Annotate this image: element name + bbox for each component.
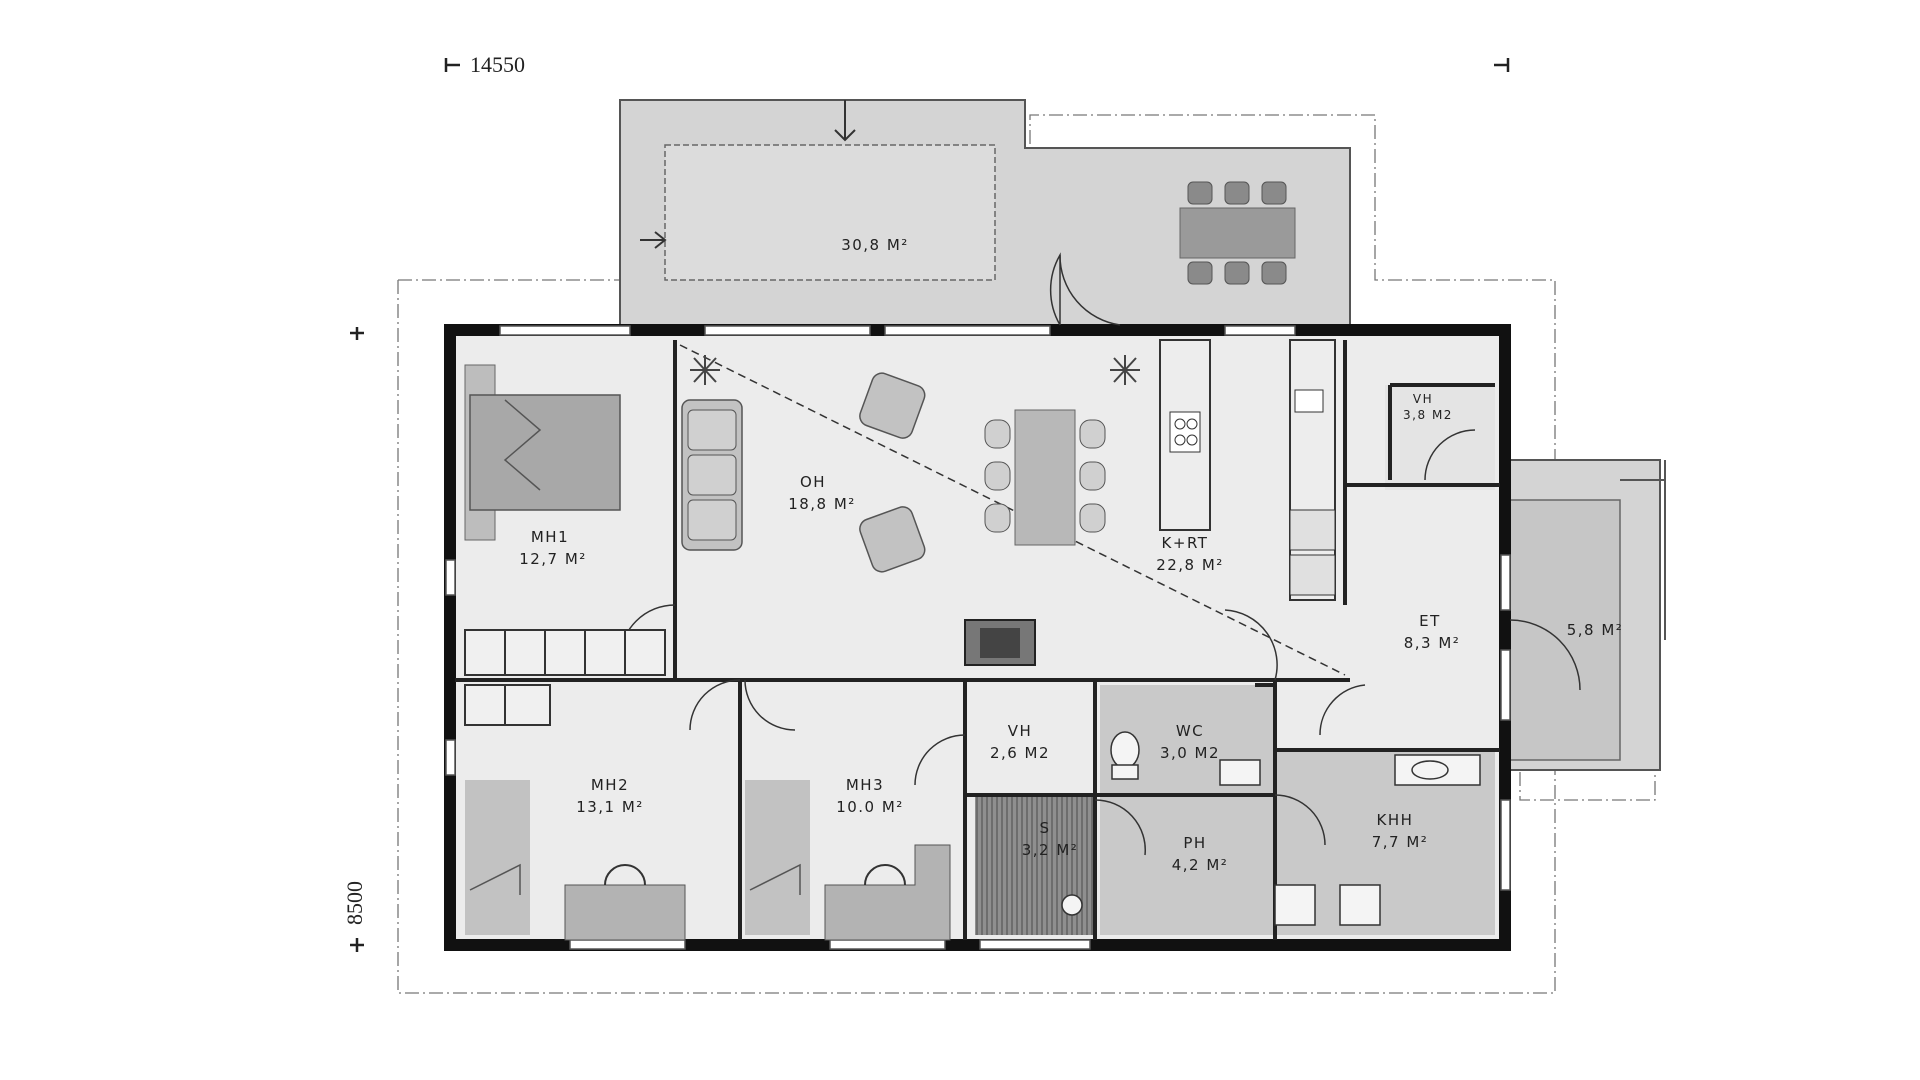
room-oh-label: OH	[800, 473, 826, 491]
width-dimension: 14550	[470, 52, 525, 77]
doors	[619, 252, 1581, 856]
room-vh-top-label: VH	[1413, 392, 1433, 406]
interior-walls	[455, 340, 1500, 940]
wet-room-fixtures	[1061, 731, 1481, 926]
dimension-markers	[350, 58, 1510, 952]
room-s-area: 3,2 M²	[1022, 841, 1079, 859]
room-vh-area: 2,6 M2	[990, 744, 1050, 762]
living-furniture	[681, 355, 1140, 666]
room-et-label: ET	[1419, 612, 1441, 630]
room-wc-label: WC	[1176, 722, 1204, 740]
room-ph-label: PH	[1183, 834, 1206, 852]
room-et-area: 8,3 M²	[1404, 634, 1461, 652]
room-vh-top-area: 3,8 M2	[1403, 408, 1453, 422]
depth-dimension: 8500	[342, 881, 367, 925]
room-wc-area: 3,0 M2	[1160, 744, 1220, 762]
room-krt-label: K+RT	[1162, 534, 1209, 552]
terrace-main-area: 30,8 M²	[841, 236, 909, 254]
room-mh2-label: MH2	[591, 776, 629, 794]
mh3-furniture	[749, 844, 951, 941]
room-mh3-area: 10.0 M²	[836, 798, 904, 816]
terrace-side	[1509, 459, 1666, 771]
mh1-furniture	[464, 364, 666, 676]
room-ph-area: 4,2 M²	[1172, 856, 1229, 874]
kitchen-counters	[1159, 339, 1336, 601]
room-vh-label: VH	[1008, 722, 1033, 740]
room-khh-area: 7,7 M²	[1372, 833, 1429, 851]
room-mh3-label: MH3	[846, 776, 884, 794]
room-mh1-label: MH1	[531, 528, 569, 546]
windows	[445, 325, 1511, 950]
room-khh-label: KHH	[1377, 811, 1414, 829]
terrace-main	[619, 99, 1351, 326]
room-mh1-area: 12,7 M²	[519, 550, 587, 568]
plant-icon	[690, 355, 1140, 385]
terrace-dining-table	[1179, 181, 1296, 285]
kitchen-dining-table	[984, 409, 1106, 546]
mh2-furniture	[464, 684, 686, 941]
terrace-side-area: 5,8 M²	[1567, 621, 1624, 639]
room-mh2-area: 13,1 M²	[576, 798, 644, 816]
room-oh-area: 18,8 M²	[788, 495, 856, 513]
roof-ridge-line	[679, 344, 1346, 676]
room-s-label: S	[1039, 819, 1050, 837]
room-krt-area: 22,8 M²	[1156, 556, 1224, 574]
